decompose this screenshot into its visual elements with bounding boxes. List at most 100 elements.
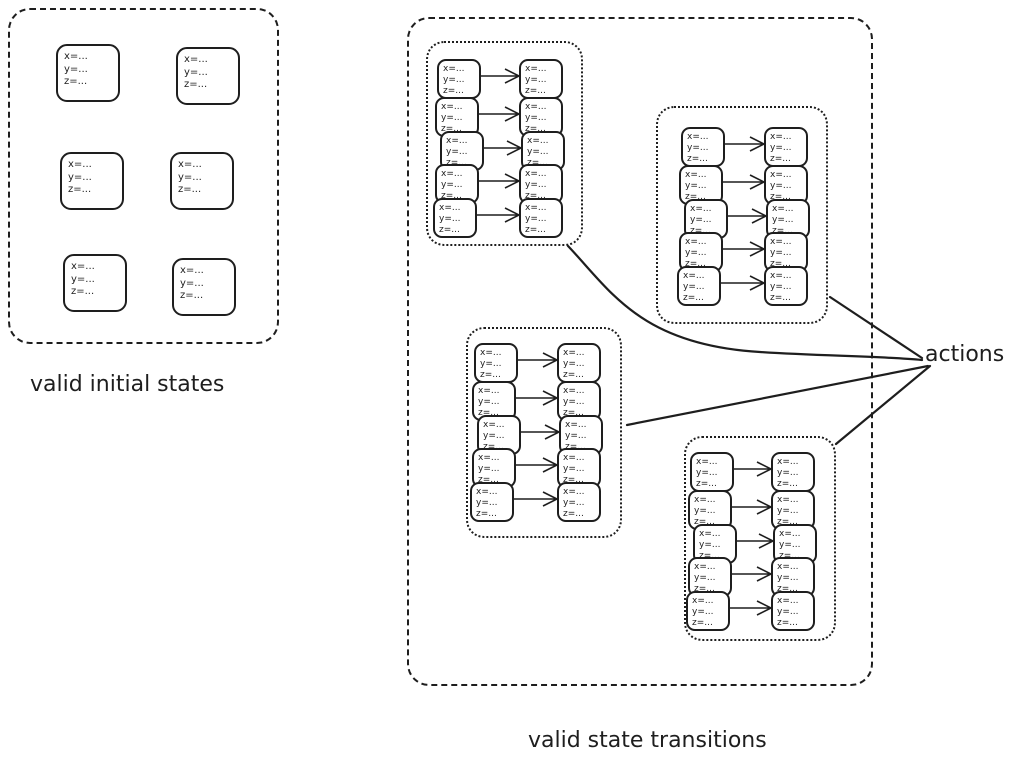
- state-variable-x: x=...: [696, 457, 718, 467]
- state-variable-z: z=...: [685, 192, 706, 202]
- to-state-box: x=...y=...z=...: [764, 266, 808, 306]
- state-variable-z: z=...: [443, 86, 464, 96]
- state-variable-y: y=...: [483, 431, 505, 441]
- state-variable-z: z=...: [563, 475, 584, 485]
- state-variable-x: x=...: [777, 495, 799, 505]
- to-state-box: x=...y=...z=...: [519, 198, 563, 238]
- state-variable-x: x=...: [480, 348, 502, 358]
- state-variable-x: x=...: [71, 261, 95, 272]
- state-variable-x: x=...: [525, 64, 547, 74]
- state-variable-z: z=...: [525, 191, 546, 201]
- state-variable-y: y=...: [478, 397, 500, 407]
- state-variable-z: z=...: [525, 124, 546, 134]
- state-variable-x: x=...: [439, 203, 461, 213]
- state-variable-y: y=...: [480, 359, 502, 369]
- from-state-box: x=...y=...z=...: [681, 127, 725, 167]
- state-variable-x: x=...: [777, 457, 799, 467]
- state-variable-y: y=...: [446, 147, 468, 157]
- state-variable-x: x=...: [563, 487, 585, 497]
- state-variable-x: x=...: [441, 169, 463, 179]
- state-variable-x: x=...: [184, 54, 208, 65]
- state-variable-x: x=...: [772, 204, 794, 214]
- state-variable-y: y=...: [770, 181, 792, 191]
- state-variable-y: y=...: [525, 214, 547, 224]
- state-variable-y: y=...: [478, 464, 500, 474]
- state-variable-x: x=...: [441, 102, 463, 112]
- state-variable-y: y=...: [441, 180, 463, 190]
- to-state-box: x=...y=...z=...: [557, 343, 601, 383]
- state-variable-y: y=...: [525, 113, 547, 123]
- to-state-box: x=...y=...z=...: [771, 557, 815, 597]
- state-variable-y: y=...: [439, 214, 461, 224]
- state-variable-y: y=...: [443, 75, 465, 85]
- state-variable-z: z=...: [687, 154, 708, 164]
- state-variable-y: y=...: [772, 215, 794, 225]
- state-variable-z: z=...: [525, 225, 546, 235]
- state-variable-y: y=...: [563, 359, 585, 369]
- from-state-box: x=...y=...z=...: [474, 343, 518, 383]
- from-state-box: x=...y=...z=...: [690, 452, 734, 492]
- state-variable-z: z=...: [770, 192, 791, 202]
- state-variable-z: z=...: [565, 442, 586, 452]
- state-variable-x: x=...: [563, 348, 585, 358]
- state-variable-y: y=...: [770, 248, 792, 258]
- state-variable-z: z=...: [779, 551, 800, 561]
- state-variable-y: y=...: [565, 431, 587, 441]
- state-variable-y: y=...: [694, 506, 716, 516]
- state-variable-z: z=...: [178, 184, 202, 195]
- from-state-box: x=...y=...z=...: [437, 59, 481, 99]
- state-variable-x: x=...: [687, 132, 709, 142]
- state-variable-x: x=...: [777, 596, 799, 606]
- state-variable-x: x=...: [770, 132, 792, 142]
- initial-state-box: x=...y=...z=...: [56, 44, 120, 102]
- state-variable-z: z=...: [770, 293, 791, 303]
- state-variable-y: y=...: [563, 464, 585, 474]
- to-state-box: x=...y=...z=...: [557, 482, 601, 522]
- state-variable-z: z=...: [64, 76, 88, 87]
- state-variable-y: y=...: [525, 75, 547, 85]
- transition-cluster-top-left: [426, 41, 583, 246]
- state-variable-x: x=...: [525, 203, 547, 213]
- from-state-box: x=...y=...z=...: [435, 164, 479, 204]
- state-variable-y: y=...: [770, 143, 792, 153]
- to-state-box: x=...y=...z=...: [519, 59, 563, 99]
- state-variable-z: z=...: [184, 79, 208, 90]
- state-variable-y: y=...: [777, 573, 799, 583]
- state-variable-z: z=...: [441, 191, 462, 201]
- state-variable-x: x=...: [180, 265, 204, 276]
- state-variable-z: z=...: [527, 158, 548, 168]
- state-variable-x: x=...: [527, 136, 549, 146]
- initial-state-box: x=...y=...z=...: [172, 258, 236, 316]
- state-variable-z: z=...: [692, 618, 713, 628]
- to-state-box: x=...y=...z=...: [771, 452, 815, 492]
- initial-states-label: valid initial states: [30, 372, 225, 397]
- state-variable-y: y=...: [777, 607, 799, 617]
- state-variable-y: y=...: [779, 540, 801, 550]
- actions-label: actions: [925, 342, 1005, 367]
- state-variable-y: y=...: [476, 498, 498, 508]
- state-variable-z: z=...: [777, 584, 798, 594]
- state-variable-y: y=...: [441, 113, 463, 123]
- state-variable-y: y=...: [527, 147, 549, 157]
- from-state-box: x=...y=...z=...: [677, 266, 721, 306]
- state-variable-z: z=...: [439, 225, 460, 235]
- from-state-box: x=...y=...z=...: [470, 482, 514, 522]
- state-variable-x: x=...: [478, 386, 500, 396]
- state-variable-z: z=...: [68, 184, 92, 195]
- state-variable-y: y=...: [687, 143, 709, 153]
- state-variable-x: x=...: [694, 562, 716, 572]
- state-variable-z: z=...: [71, 286, 95, 297]
- state-variable-y: y=...: [694, 573, 716, 583]
- from-state-box: x=...y=...z=...: [679, 165, 723, 205]
- state-variable-y: y=...: [525, 180, 547, 190]
- state-variable-z: z=...: [441, 124, 462, 134]
- state-variable-x: x=...: [525, 102, 547, 112]
- state-variable-y: y=...: [64, 63, 88, 75]
- state-variable-x: x=...: [525, 169, 547, 179]
- from-state-box: x=...y=...z=...: [472, 448, 516, 488]
- state-variable-z: z=...: [699, 551, 720, 561]
- state-variable-z: z=...: [478, 475, 499, 485]
- state-variable-x: x=...: [685, 170, 707, 180]
- transition-cluster-bottom-right: [684, 436, 836, 641]
- state-variable-z: z=...: [446, 158, 467, 168]
